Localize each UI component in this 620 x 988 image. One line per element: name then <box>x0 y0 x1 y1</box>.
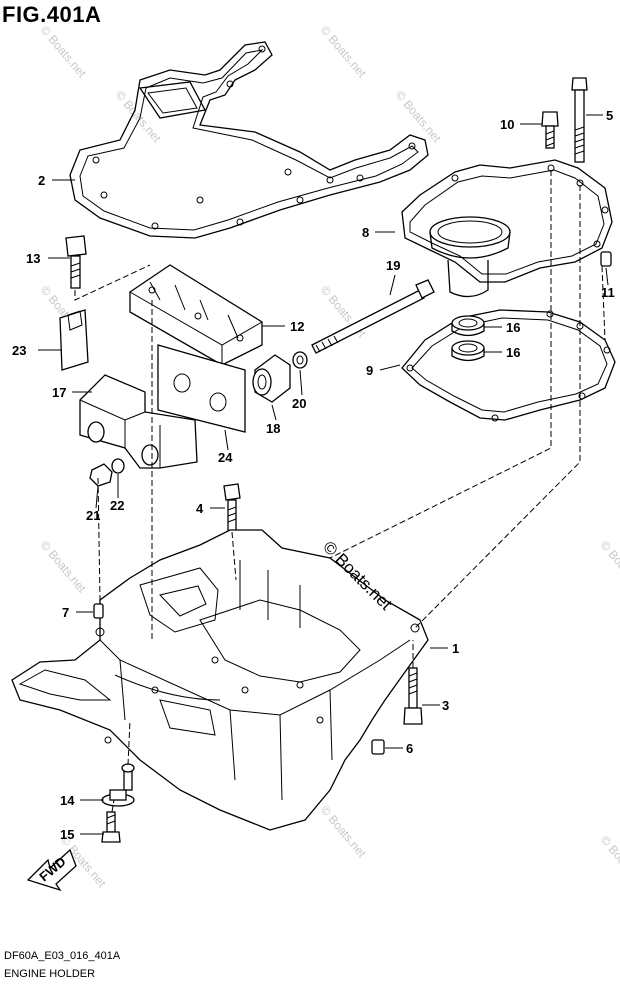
watermark: © Boats.net <box>318 803 370 861</box>
callout-23: 23 <box>12 343 26 358</box>
part-7-dowel <box>93 603 104 619</box>
part-24-plate <box>157 344 246 433</box>
callout-20: 20 <box>292 396 306 411</box>
callout-10: 10 <box>500 117 514 132</box>
leader-lines <box>38 114 609 835</box>
callout-18: 18 <box>266 421 280 436</box>
watermark: © Boats.net <box>38 23 90 81</box>
callout-17: 17 <box>52 385 66 400</box>
callout-1: 1 <box>452 641 459 656</box>
part-17-holder <box>79 374 198 469</box>
callout-11: 11 <box>601 285 615 300</box>
watermark: © Boats.net <box>393 88 445 146</box>
alignment-lines <box>74 170 606 813</box>
figure-title: FIG.401A <box>2 2 102 27</box>
callout-8: 8 <box>362 225 369 240</box>
part-15-bolt <box>101 811 121 843</box>
callout-labels: 1 2 3 4 5 6 7 8 9 10 11 12 13 14 15 16 1… <box>12 108 615 842</box>
part-2-gasket <box>69 41 429 239</box>
part-16-seals <box>451 315 485 362</box>
callout-7: 7 <box>62 605 69 620</box>
callout-19: 19 <box>386 258 400 273</box>
watermark: © Boats.net <box>598 833 620 891</box>
part-12-bracket <box>129 264 263 366</box>
part-3-bolt <box>403 667 423 725</box>
part-5-bolt <box>571 77 588 163</box>
callout-16b: 16 <box>506 345 520 360</box>
callout-3: 3 <box>442 698 449 713</box>
callout-14: 14 <box>60 793 75 808</box>
callout-4: 4 <box>196 501 204 516</box>
part-11-dowel <box>600 251 612 267</box>
part-22-washer <box>111 458 125 474</box>
figure-code: DF60A_E03_016_401A <box>4 950 121 962</box>
part-23-shim <box>59 309 89 371</box>
callout-12: 12 <box>290 319 304 334</box>
watermark: © Boats.net <box>318 23 370 81</box>
watermark: © Boats.net <box>113 88 165 146</box>
part-14-stud <box>101 763 135 807</box>
figure-name: ENGINE HOLDER <box>4 968 96 980</box>
watermark: © Boats.net <box>598 538 620 596</box>
callout-2: 2 <box>38 173 45 188</box>
callout-5: 5 <box>606 108 613 123</box>
part-6-dowel <box>371 739 385 755</box>
callout-21: 21 <box>86 508 100 523</box>
part-10-bolt <box>541 111 559 149</box>
part-21-nut <box>89 463 113 487</box>
callout-6: 6 <box>406 741 413 756</box>
callout-16a: 16 <box>506 320 520 335</box>
callout-9: 9 <box>366 363 373 378</box>
callout-15: 15 <box>60 827 74 842</box>
part-20-washer <box>292 351 308 369</box>
part-13-bolt <box>65 235 87 289</box>
callout-13: 13 <box>26 251 40 266</box>
part-18-bushing <box>252 354 291 403</box>
fwd-arrow: FWD <box>26 848 77 892</box>
part-19-bolt <box>311 279 435 354</box>
part-4-bolt <box>223 483 241 533</box>
callout-22: 22 <box>110 498 124 513</box>
callout-24: 24 <box>218 450 233 465</box>
watermark: © Boats.net <box>38 538 90 596</box>
part-8-cover <box>401 159 613 298</box>
part-1-engine-holder <box>11 529 429 831</box>
